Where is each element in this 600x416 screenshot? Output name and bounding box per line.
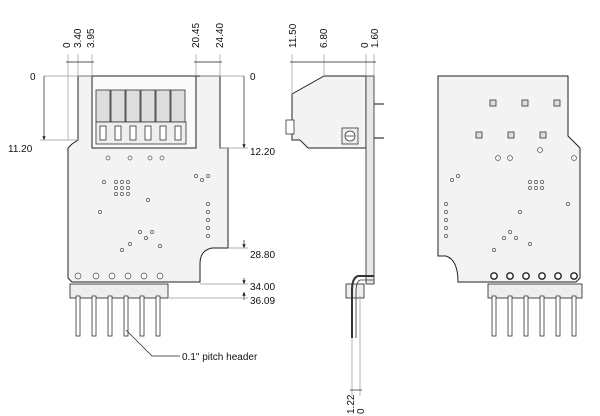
back-pcb-outline — [437, 75, 581, 283]
front-dim-top-1: 3.40 — [73, 28, 84, 48]
side-switch-lever — [285, 119, 295, 135]
back-header-block — [487, 283, 583, 299]
front-dim-right-4: 36.09 — [250, 296, 275, 307]
front-dim-left-1: 11.20 — [8, 144, 33, 155]
side-dimension-lines — [290, 54, 376, 396]
back-header-pads — [490, 272, 578, 280]
front-dim-right-3: 34.00 — [250, 282, 275, 293]
side-dim-top-1: 6.80 — [319, 28, 330, 48]
side-dim-top-2: 0 — [360, 42, 371, 48]
front-switch-array — [95, 89, 187, 145]
side-pcb-edge — [365, 75, 375, 285]
side-dim-top-3: 1.60 — [370, 28, 381, 48]
side-header — [345, 275, 374, 338]
back-header-pins — [491, 295, 577, 337]
front-header-callout: 0.1" pitch header — [182, 352, 258, 363]
front-dim-left-0: 0 — [30, 72, 36, 83]
side-dim-bottom-0: 1.22 — [346, 394, 357, 414]
front-view: 0 3.40 3.95 20.45 24.40 0 11.20 0 12.20 … — [8, 23, 275, 363]
front-dim-right-0: 0 — [250, 72, 256, 83]
front-dimension-lines — [40, 54, 248, 357]
front-header-pins — [75, 295, 161, 337]
side-dim-top-0: 11.50 — [288, 23, 299, 48]
front-dim-top-4: 24.40 — [215, 23, 226, 48]
front-header-block — [69, 283, 169, 299]
front-dim-top-0: 0 — [62, 42, 73, 48]
front-components — [98, 155, 210, 252]
side-dim-bottom-1: 0 — [356, 408, 367, 414]
back-view — [437, 75, 583, 337]
front-dim-top-2: 3.95 — [86, 28, 97, 48]
front-dim-top-3: 20.45 — [191, 23, 202, 48]
front-dim-right-2: 28.80 — [250, 250, 275, 261]
side-view: 11.50 6.80 0 1.60 1.22 0 — [285, 23, 384, 414]
back-components — [444, 99, 577, 252]
front-header-pads — [74, 272, 164, 280]
front-dim-right-1: 12.20 — [250, 147, 275, 158]
